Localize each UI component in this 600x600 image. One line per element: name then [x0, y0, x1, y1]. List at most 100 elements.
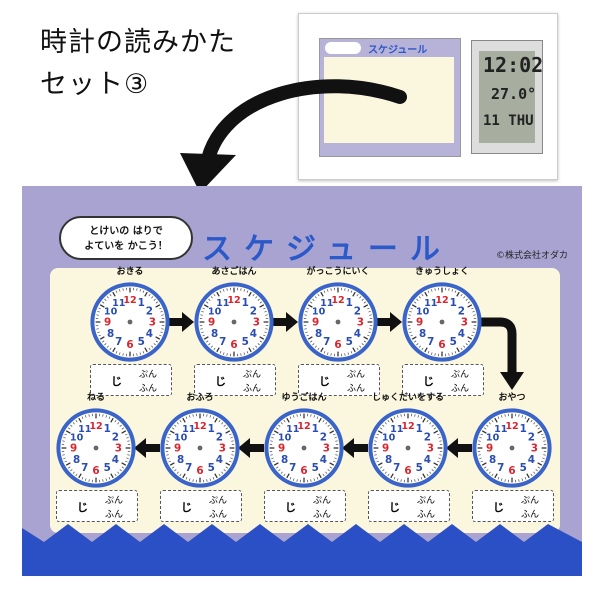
time-answer-box[interactable]: じぷんふん [160, 490, 242, 522]
clock-numeral: 11 [494, 424, 508, 435]
schedule-label: ねる [86, 393, 105, 403]
clock-numeral: 12 [401, 421, 414, 432]
minute-unit-label: ぷん [139, 370, 158, 380]
clock-numeral: 6 [92, 465, 99, 477]
minute-unit-label: ぷん [417, 496, 436, 506]
schedule-label: あさごはん [211, 267, 257, 277]
hour-unit-label: じ [423, 375, 434, 388]
clock-numeral: 1 [520, 423, 527, 435]
clock-numeral: 8 [177, 454, 184, 466]
clock-numeral: 5 [520, 462, 527, 474]
clock-numeral: 6 [334, 339, 341, 351]
corner-arrow-icon [474, 317, 517, 374]
clock-numeral: 12 [435, 295, 448, 306]
clock-numeral: 12 [331, 295, 344, 306]
clock-numeral: 9 [382, 443, 389, 455]
hour-unit-label: じ [319, 375, 330, 388]
time-answer-box[interactable]: じぷんふん [472, 490, 554, 522]
clock-numeral: 4 [216, 454, 223, 466]
heading-line-2: セット③ [40, 69, 150, 100]
clock-numeral: 5 [104, 462, 111, 474]
minute-unit-label: ぷん [243, 370, 262, 380]
clock-center-dot [93, 445, 99, 451]
clock-numeral: 7 [393, 462, 400, 474]
clock-numeral: 4 [528, 454, 535, 466]
schedule-label: しゅくだいをする [371, 393, 444, 403]
bubble-line-1: とけいの はりで [89, 226, 163, 237]
clock-numeral: 11 [424, 298, 438, 309]
hour-unit-label: じ [111, 375, 122, 388]
lcd-temperature: 27.0° [491, 85, 537, 103]
clock-numeral: 1 [312, 423, 319, 435]
flow-arrow-icon [272, 312, 298, 332]
clock-numeral: 2 [458, 305, 465, 317]
hour-unit-label: じ [389, 501, 400, 514]
clock-numeral: 5 [416, 462, 423, 474]
clock-numeral: 2 [112, 431, 119, 443]
clock-numeral: 11 [390, 424, 404, 435]
clock-numeral: 5 [450, 336, 457, 348]
time-answer-box[interactable]: じぷんふん [194, 364, 276, 396]
time-answer-box[interactable]: じぷんふん [56, 490, 138, 522]
clock-numeral: 1 [208, 423, 215, 435]
minute-unit-alt-label: ふん [105, 510, 124, 520]
clock-center-dot [127, 319, 133, 325]
time-answer-box[interactable]: じぷんふん [298, 364, 380, 396]
clock-center-dot [231, 319, 237, 325]
minute-unit-alt-label: ふん [347, 384, 366, 394]
flow-arrow-icon [446, 438, 472, 458]
clock-numeral: 9 [312, 317, 319, 329]
clock-numeral: 4 [354, 328, 361, 340]
minute-unit-label: ぷん [313, 496, 332, 506]
clock-numeral: 4 [146, 328, 153, 340]
clock-numeral: 7 [185, 462, 192, 474]
time-answer-box[interactable]: じぷんふん [90, 364, 172, 396]
clock-numeral: 11 [320, 298, 334, 309]
flow-arrow-icon [134, 438, 160, 458]
clock-numeral: 10 [174, 432, 188, 443]
clock-numeral: 3 [115, 443, 122, 455]
mini-title: スケジュール [368, 45, 428, 56]
time-answer-box[interactable]: じぷんふん [402, 364, 484, 396]
clock-numeral: 9 [208, 317, 215, 329]
clock-numeral: 8 [73, 454, 80, 466]
clock-numeral: 10 [312, 306, 326, 317]
clock-numeral: 1 [104, 423, 111, 435]
hour-unit-label: じ [493, 501, 504, 514]
clock-numeral: 2 [216, 431, 223, 443]
time-answer-box[interactable]: じぷんふん [368, 490, 450, 522]
clock-numeral: 3 [531, 443, 538, 455]
minute-unit-alt-label: ふん [313, 510, 332, 520]
clock-numeral: 7 [323, 336, 330, 348]
clock-numeral: 8 [107, 328, 114, 340]
clock-numeral: 1 [138, 297, 145, 309]
minute-unit-label: ぷん [209, 496, 228, 506]
hour-unit-label: じ [285, 501, 296, 514]
product-photo-frame: スケジュール 12:02 27.0° 11 THU [298, 13, 558, 180]
flow-arrow-icon [238, 438, 264, 458]
clock-center-dot [509, 445, 515, 451]
clock-numeral: 10 [70, 432, 84, 443]
clock-numeral: 11 [286, 424, 300, 435]
time-answer-box[interactable]: じ ぷんふん [264, 490, 346, 522]
flow-arrow-icon [342, 438, 368, 458]
minute-unit-label: ぷん [105, 496, 124, 506]
clock-numeral: 7 [115, 336, 122, 348]
clock-numeral: 4 [424, 454, 431, 466]
clock-numeral: 5 [346, 336, 353, 348]
speech-bubble: とけいの はりで よていを かこう！ [59, 216, 193, 260]
copyright-text: ©株式会社オダカ [495, 251, 568, 261]
schedule-label: がっこうにいく [306, 267, 370, 277]
clock-numeral: 9 [104, 317, 111, 329]
hour-unit-label: じ [181, 501, 192, 514]
clock-numeral: 1 [242, 297, 249, 309]
lcd-screen: 12:02 27.0° 11 THU [479, 51, 543, 143]
clock-numeral: 8 [489, 454, 496, 466]
